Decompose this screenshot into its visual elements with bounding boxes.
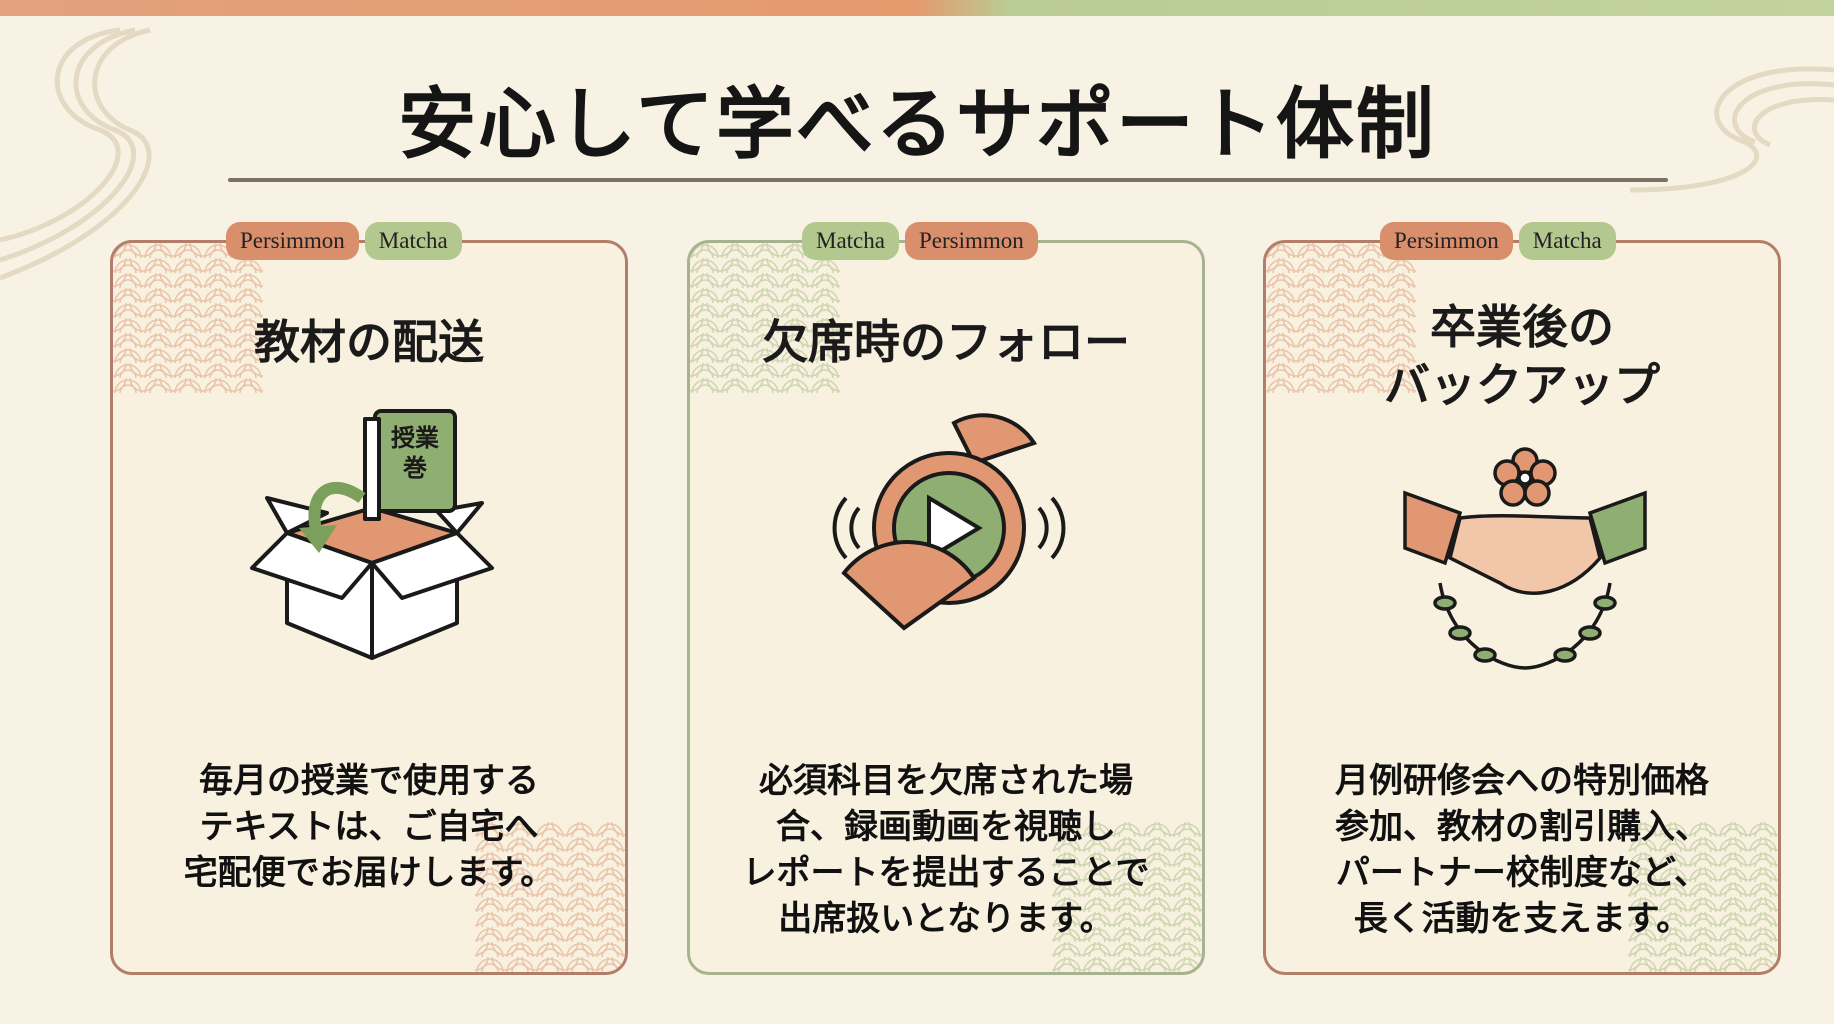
card-heading: 欠席時のフォロー [762, 315, 1130, 369]
box-with-textbook-icon [250, 409, 494, 660]
tag-persimmon: Persimmon [1380, 222, 1513, 260]
card-post-graduation-backup: 卒業後の バックアップ 月例研修会への特別価格 参加、教材の割引購入、 パートナ… [1263, 240, 1781, 975]
seigaiha-pattern [475, 822, 625, 972]
title-divider [228, 178, 1668, 182]
tag-persimmon: Persimmon [226, 222, 359, 260]
seigaiha-pattern [1266, 243, 1416, 393]
seigaiha-pattern [690, 243, 840, 393]
body-line: 参加、教材の割引購入、 [1335, 807, 1709, 847]
card-1-tags: Persimmon Matcha [226, 222, 462, 260]
page-title: 安心して学べるサポート体制 [398, 79, 1436, 170]
tag-matcha: Matcha [802, 222, 899, 260]
body-line: 宅配便でお届けします。 [183, 853, 555, 893]
seigaiha-pattern [1628, 822, 1778, 972]
seigaiha-pattern [1052, 822, 1202, 972]
card-heading: 卒業後の バックアップ [1266, 298, 1778, 414]
heading-line: バックアップ [1384, 358, 1660, 412]
card-material-delivery: 教材の配送 授業巻 毎月の授業で使用する テキストは、ご自宅へ 宅配便でお届けし… [110, 240, 628, 975]
body-line: レポートを提出することで [742, 853, 1150, 893]
body-line: パートナー校制度など、 [1335, 853, 1709, 893]
book-label: 授業巻 [391, 424, 439, 482]
card-body: 必須科目を欠席された場 合、録画動画を視聴し レポートを提出することで 出席扱い… [690, 758, 1202, 942]
seigaiha-pattern [113, 243, 263, 393]
body-line: 毎月の授業で使用する [199, 761, 539, 801]
top-accent-bar [0, 0, 1834, 16]
card-2-tags: Matcha Persimmon [802, 222, 1038, 260]
tag-matcha: Matcha [1518, 222, 1616, 260]
tag-persimmon: Persimmon [904, 222, 1038, 260]
body-line: テキストは、ご自宅へ [199, 807, 539, 847]
card-body: 毎月の授業で使用する テキストは、ご自宅へ 宅配便でお届けします。 [113, 758, 625, 896]
body-line: 出席扱いとなります。 [778, 899, 1114, 939]
handshake-laurel-icon [1403, 447, 1647, 670]
tag-matcha: Matcha [364, 222, 462, 260]
card-absence-follow-up: 欠席時のフォロー 必須科目を欠席された場 合、録画動画を視聴し レポートを提出す… [687, 240, 1205, 975]
video-play-with-fans-icon [832, 413, 1066, 631]
card-heading: 教材の配送 [254, 315, 484, 369]
card-3-tags: Persimmon Matcha [1380, 222, 1616, 260]
heading-line: 卒業後の [1430, 300, 1614, 354]
body-line: 合、録画動画を視聴し [776, 807, 1116, 847]
body-line: 長く活動を支えます。 [1353, 899, 1691, 939]
body-line: 必須科目を欠席された場 [759, 761, 1133, 801]
card-body: 月例研修会への特別価格 参加、教材の割引購入、 パートナー校制度など、 長く活動… [1266, 758, 1778, 942]
body-line: 月例研修会への特別価格 [1335, 761, 1709, 801]
